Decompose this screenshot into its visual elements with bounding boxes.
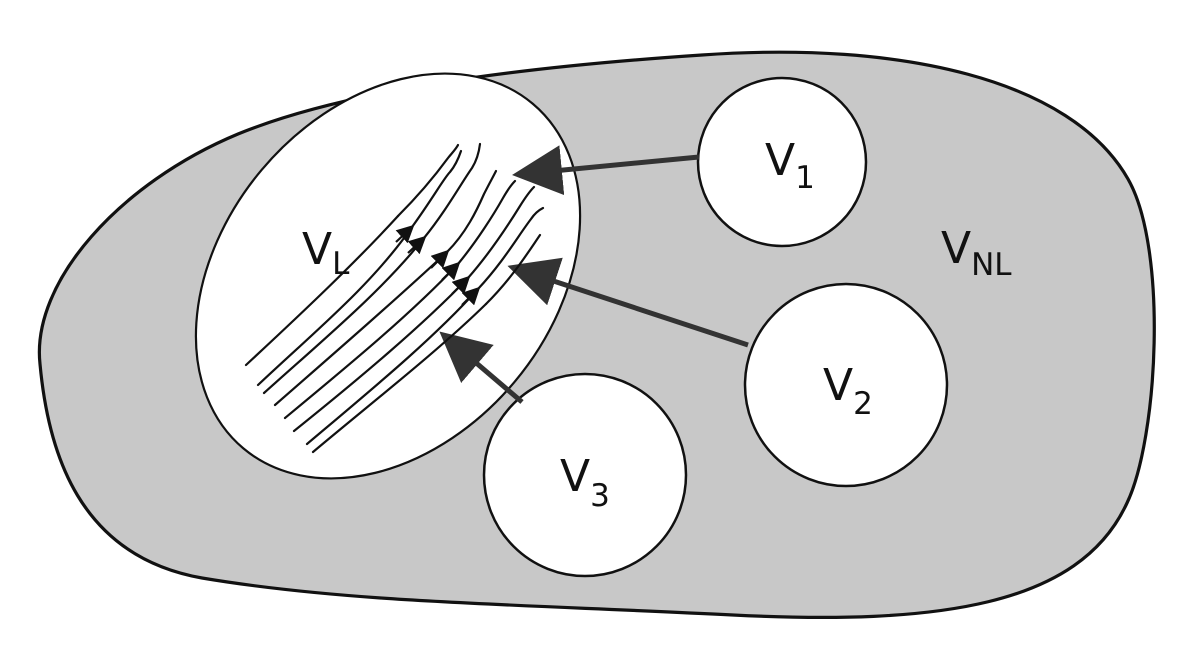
arrow-v1-to-v-l [512, 145, 700, 196]
label-v1-main: V [765, 135, 795, 186]
region-v3 [482, 372, 688, 578]
label-v1: V1 [765, 135, 815, 196]
field-line-7-tail [484, 233, 542, 306]
field-arrow-6 [461, 286, 481, 306]
label-v-l-main: V [302, 224, 332, 275]
field-line-arrows [395, 224, 481, 306]
region-v1 [696, 76, 868, 248]
field-arrow-4 [441, 261, 461, 281]
label-v2-main: V [823, 360, 853, 411]
field-line-6-tail [476, 206, 545, 291]
field-line-7 [311, 302, 488, 454]
label-v3-sub: 3 [590, 478, 610, 514]
field-lines [244, 142, 545, 454]
field-line-1 [256, 225, 414, 387]
field-line-6 [305, 287, 480, 446]
field-line-5 [292, 276, 470, 433]
label-v2: V2 [823, 360, 873, 422]
arrow-v2-to-v-l [507, 257, 749, 348]
label-v-l: VL [302, 224, 350, 282]
field-line-1-tail [410, 149, 463, 229]
label-v3-main: V [560, 451, 590, 502]
label-v-nl-sub: NL [971, 247, 1012, 283]
field-line-2 [262, 236, 426, 395]
label-v-l-sub: L [332, 246, 350, 282]
field-line-8 [244, 214, 400, 367]
label-v-nl-main: V [941, 223, 971, 274]
label-v2-sub: 2 [853, 386, 873, 422]
field-line-3 [273, 250, 449, 407]
field-arrow-2 [407, 235, 427, 255]
field-line-5-tail [466, 185, 536, 280]
field-line-4-tail [456, 179, 517, 266]
field-arrow-5 [451, 275, 471, 295]
field-arrow-3 [430, 249, 450, 269]
field-line-8-tail [396, 143, 460, 218]
field-line-3-tail [445, 169, 498, 254]
region-v2 [743, 282, 949, 488]
field-line-2-tail [422, 142, 482, 240]
field-line-4 [283, 262, 460, 420]
field-arrow-1 [395, 224, 415, 244]
arrow-v3-to-v-l [439, 331, 524, 404]
label-v-nl: VNL [941, 223, 1012, 283]
label-v1-sub: 1 [795, 160, 815, 196]
label-v3: V3 [560, 451, 610, 514]
